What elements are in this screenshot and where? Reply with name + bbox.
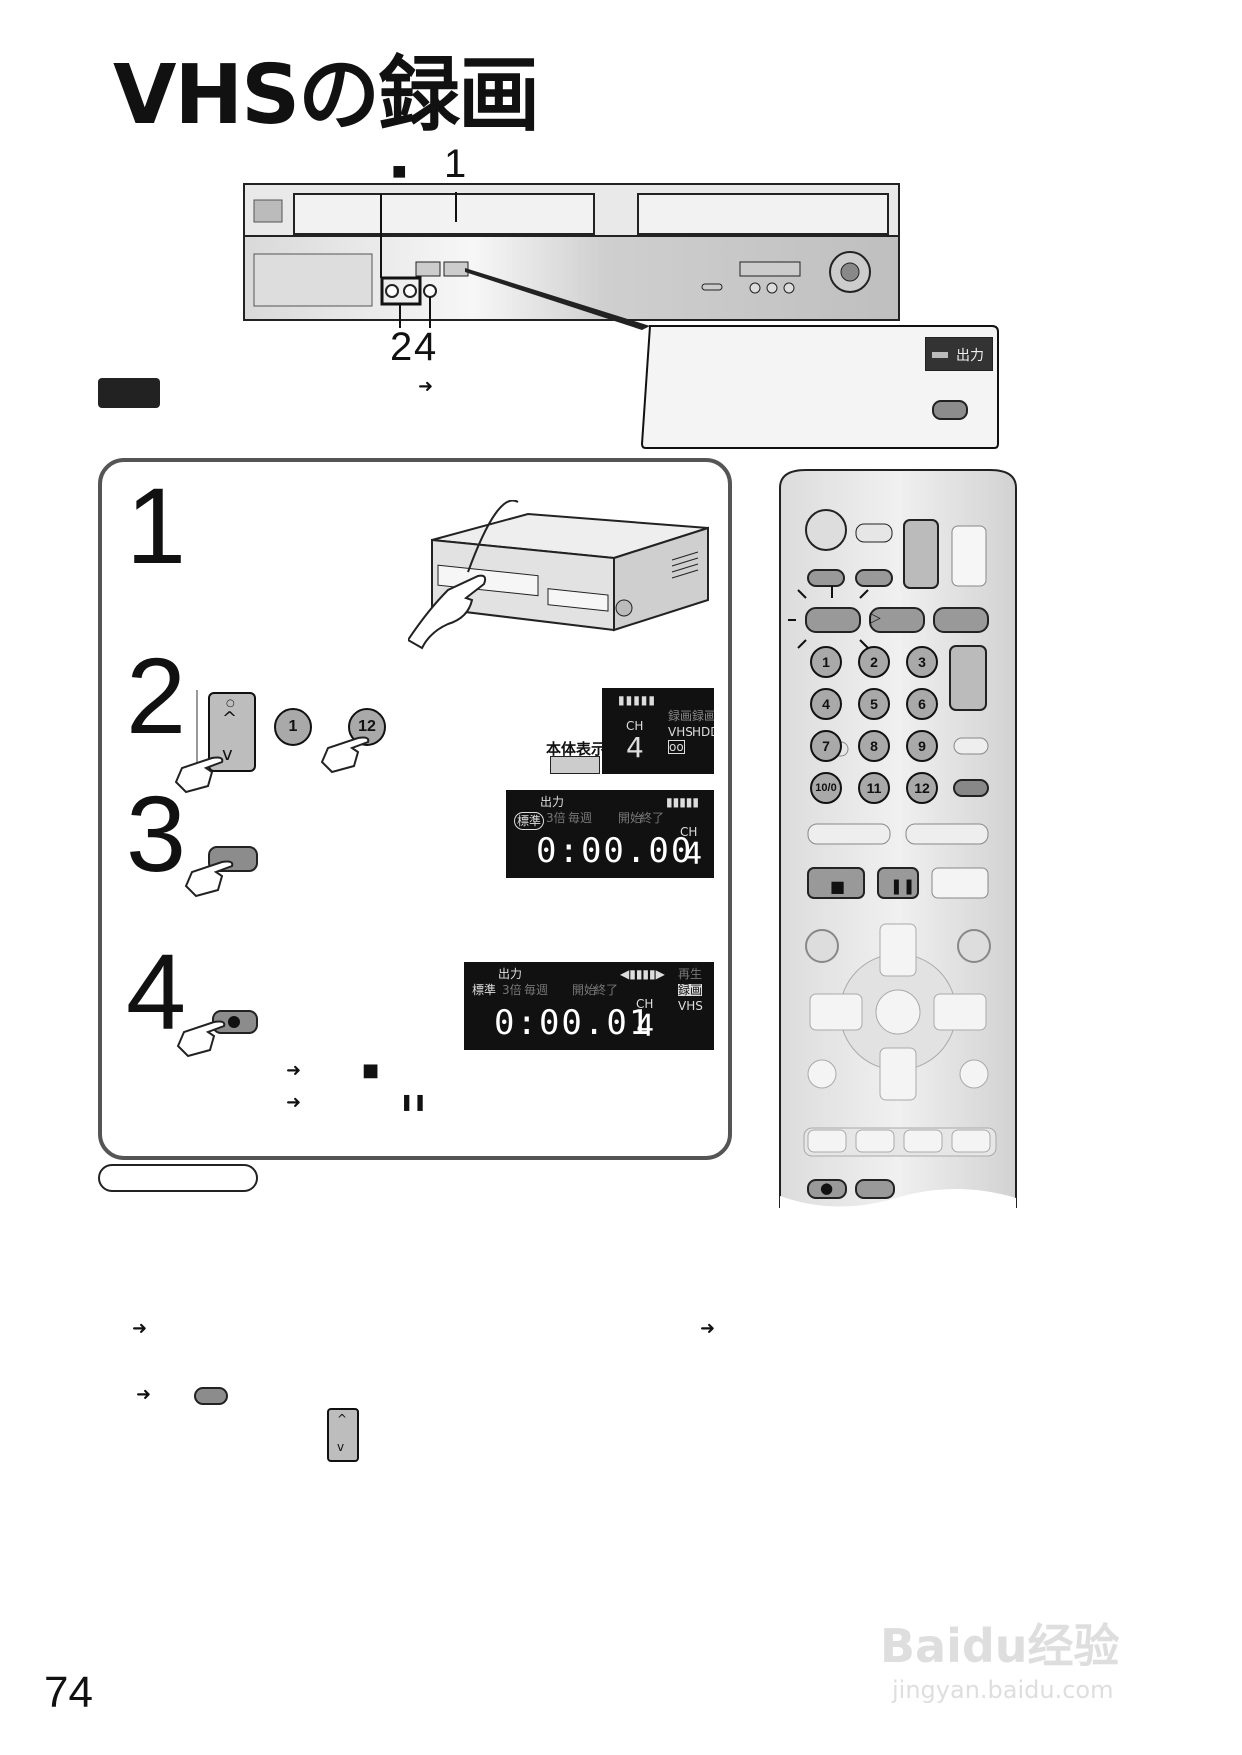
stop-symbol: ■ <box>362 1060 380 1081</box>
page-title: VHSの録画 <box>113 48 540 143</box>
remote-number-12[interactable]: 12 <box>906 772 938 804</box>
remote-record-button[interactable]: ● <box>820 1179 834 1197</box>
callout-4: 4 <box>414 325 437 369</box>
arrow-note-1: ➜ <box>132 1318 148 1339</box>
watermark-main: Baidu经验 <box>880 1619 1120 1673</box>
channel-scale <box>196 690 210 790</box>
pointing-hand-icon <box>174 756 224 794</box>
output-display-indicator: 出力 <box>925 337 993 371</box>
arrow-note-2: ➜ <box>700 1318 716 1339</box>
lcd-recording-display: 出力 標準 3倍 毎週 開始 終了 ◀▮▮▮▮▶ 再生 録画 VHS CH 0:… <box>464 962 714 1050</box>
callout-2: 2 <box>390 325 413 369</box>
step-4-number: 4 <box>126 931 187 1052</box>
channel-rocker-note: ^ v <box>327 1408 359 1462</box>
unit-display-icon <box>550 756 600 774</box>
remote-number-3[interactable]: 3 <box>906 646 938 678</box>
lcd-output-mode-display: 出力 標準 3倍 毎週 開始 終了 ▮▮▮▮▮ CH 0:00.00 4 <box>506 790 714 878</box>
step-3-number: 3 <box>126 773 187 894</box>
page-number: 74 <box>44 1668 93 1717</box>
remote-number-5[interactable]: 5 <box>858 688 890 720</box>
remote-number-8[interactable]: 8 <box>858 730 890 762</box>
output-button-note <box>194 1387 228 1405</box>
pause-symbol: ❚❚ <box>400 1092 427 1111</box>
watermark-sub: jingyan.baidu.com <box>892 1676 1114 1704</box>
pointing-hand-icon <box>176 1020 226 1058</box>
remote-number-9[interactable]: 9 <box>906 730 938 762</box>
recorder-front-panel <box>243 183 999 449</box>
arrow-note-3: ➜ <box>136 1384 152 1405</box>
remote-control <box>779 469 1017 1214</box>
remote-number-1[interactable]: 1 <box>810 646 842 678</box>
remote-stop-button[interactable]: ■ <box>830 877 846 896</box>
remote-number-2[interactable]: 2 <box>858 646 890 678</box>
number-button-1[interactable]: 1 <box>274 708 312 746</box>
lcd-channel-display: ▮▮▮▮▮ CH 4 録画 録画 VHS HDD oo <box>602 688 714 774</box>
pointing-hand-icon <box>184 860 234 898</box>
pointing-hand-icon <box>320 736 370 774</box>
output-label: 出力 <box>956 348 984 364</box>
arrow-stop: ➜ <box>286 1060 302 1081</box>
remote-number-10[interactable]: 10/0 <box>810 772 842 804</box>
callout-1: 1 <box>444 142 467 186</box>
remote-play-button[interactable]: ▷ <box>870 610 881 626</box>
remote-number-4[interactable]: 4 <box>810 688 842 720</box>
step-2-number: 2 <box>126 635 187 756</box>
stop-callout: ■ <box>392 158 407 185</box>
remote-pause-button[interactable]: ❚❚ <box>890 877 916 895</box>
step-1-number: 1 <box>126 465 187 586</box>
output-button[interactable] <box>932 400 968 420</box>
note-heading-pill <box>98 1164 258 1192</box>
watermark: Baidu经验 jingyan.baidu.com <box>880 1610 1120 1704</box>
tape-insertion-illustration <box>408 500 709 650</box>
arrow-pause: ➜ <box>286 1092 302 1113</box>
steps-panel <box>98 458 732 1160</box>
section-badge <box>98 378 160 408</box>
remote-number-6[interactable]: 6 <box>906 688 938 720</box>
remote-number-11[interactable]: 11 <box>858 772 890 804</box>
reference-arrow: ➜ <box>418 376 434 397</box>
remote-number-7[interactable]: 7 <box>810 730 842 762</box>
